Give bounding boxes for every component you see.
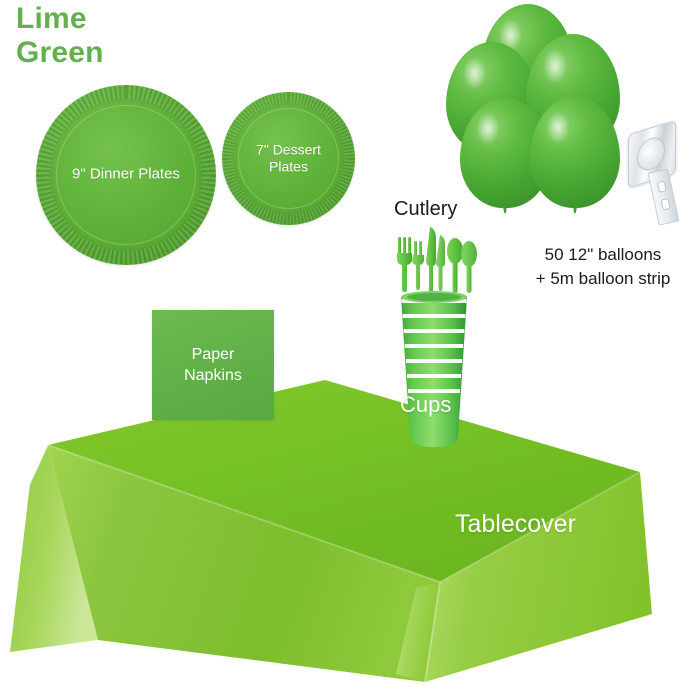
- cups-label: Cups: [400, 392, 452, 417]
- knife-shape: [426, 227, 436, 293]
- balloon-highlight: [542, 49, 568, 84]
- cutlery-icon: [390, 223, 480, 303]
- fork-shape: [412, 241, 424, 290]
- spoon-shape: [447, 238, 463, 293]
- balloon-body: [530, 96, 620, 208]
- page-title: Lime Green: [16, 2, 104, 69]
- balloon-icon: [530, 96, 620, 213]
- balloon-cluster-icon: [444, 4, 644, 234]
- strip-hole: [656, 180, 667, 193]
- cup-rim-rings: [401, 299, 467, 393]
- strip-tail: [647, 168, 680, 226]
- balloon-strip-roll-icon: [628, 119, 694, 227]
- cup-stack-icon: [392, 283, 476, 449]
- plate-inner-edge: [56, 105, 196, 245]
- tablecover-icon: [0, 352, 700, 700]
- knife-shape: [436, 235, 445, 291]
- balloon-highlight: [546, 110, 570, 145]
- napkin-icon: Paper Napkins: [152, 310, 274, 420]
- dessert-plate-label: 7" Dessert Plates: [256, 141, 321, 175]
- dinner-plate-label: 9" Dinner Plates: [72, 165, 180, 183]
- dessert-plate-icon: 7" Dessert Plates: [222, 92, 355, 225]
- balloon-highlight: [462, 56, 487, 91]
- balloon-highlight: [476, 112, 500, 146]
- napkin-label: Paper Napkins: [184, 345, 242, 384]
- tablecover-label: Tablecover: [455, 510, 576, 538]
- balloon-knot: [502, 204, 508, 213]
- balloon-caption: 50 12" balloons + 5m balloon strip: [535, 245, 671, 289]
- strip-hole: [660, 198, 671, 211]
- fork-shape: [397, 237, 412, 292]
- plate-inner-edge: [238, 108, 339, 209]
- spoon-shape: [461, 241, 477, 293]
- dinner-plate-icon: 9" Dinner Plates: [36, 85, 216, 265]
- balloon-knot: [572, 204, 578, 213]
- cutlery-label: Cutlery: [394, 198, 458, 220]
